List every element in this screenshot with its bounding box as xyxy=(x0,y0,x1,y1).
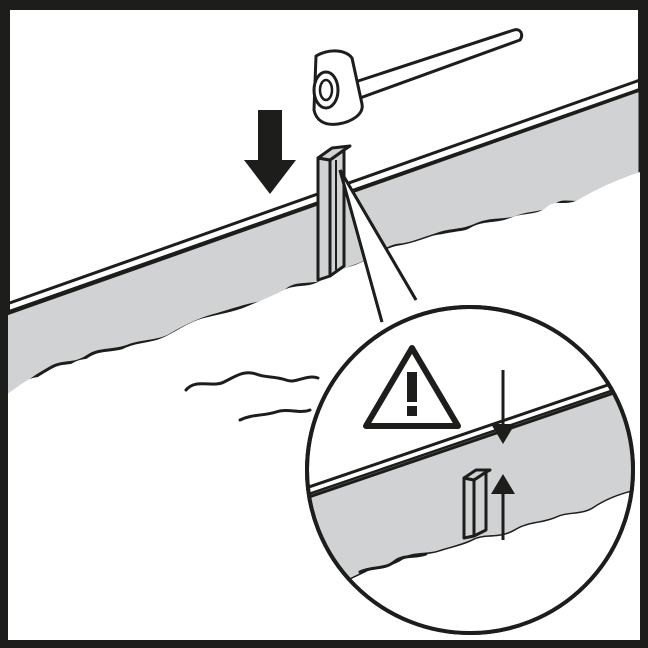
soil-scribble-1 xyxy=(184,371,320,392)
detail-strip-rim-lower xyxy=(307,379,633,499)
stake-icon xyxy=(316,144,352,282)
soil-scribble-2 xyxy=(238,408,312,422)
warning-icon xyxy=(363,345,461,429)
detail-soil-scribble xyxy=(358,552,428,574)
detail-strip-rim xyxy=(307,372,633,492)
stake-detail-icon xyxy=(462,468,492,540)
down-arrow-icon xyxy=(244,110,296,194)
gap-indicator-arrows-icon xyxy=(491,370,515,540)
detail-magnifier xyxy=(305,305,635,635)
mallet-icon xyxy=(312,28,524,126)
